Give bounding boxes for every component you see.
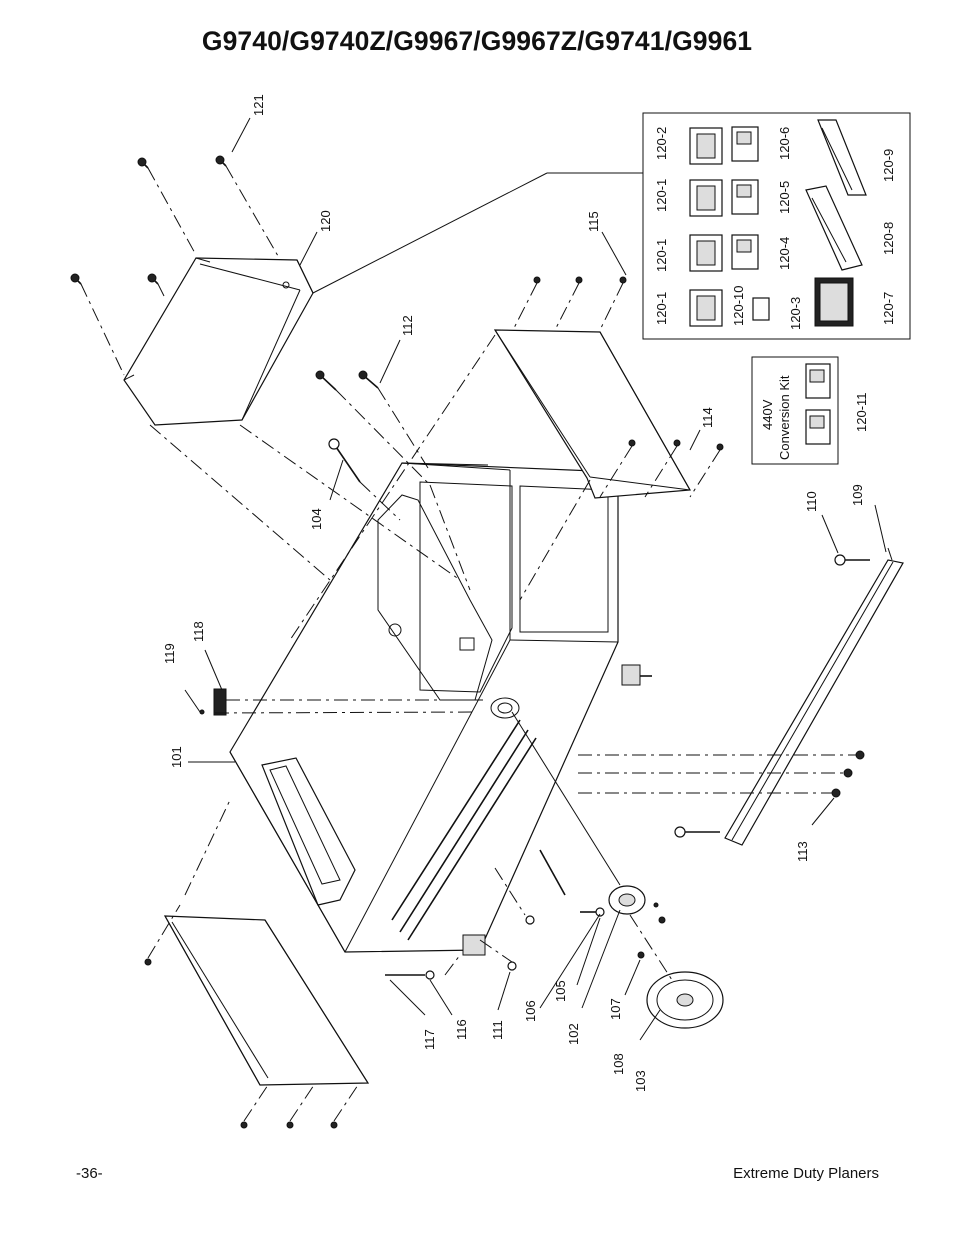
screws-115 [533, 276, 627, 284]
footer-text: Extreme Duty Planers [733, 1165, 879, 1182]
bolt-104 [328, 438, 361, 483]
callout-120-1-b: 120-1 [654, 239, 669, 272]
callout-107: 107 [608, 998, 623, 1020]
bracket-120-3 [752, 297, 770, 321]
screws-114 [628, 439, 724, 451]
callout-120-9: 120-9 [881, 149, 896, 182]
screws-121 [70, 155, 227, 285]
page-number: -36- [76, 1165, 103, 1182]
callout-103: 103 [633, 1070, 648, 1092]
conversion-kit-box [751, 356, 839, 465]
callout-109: 109 [850, 484, 865, 506]
terminal-block-120-7 [814, 277, 854, 327]
callout-114: 114 [700, 407, 715, 428]
wheel-103 [646, 971, 724, 1029]
callout-121: 121 [251, 94, 266, 116]
contactor-120-2 [689, 127, 723, 165]
callout-120-6: 120-6 [777, 127, 792, 160]
callout-108: 108 [611, 1053, 626, 1075]
page-title: G9740/G9740Z/G9967/G9967Z/G9741/G9961 [201, 26, 753, 56]
hardware-113 [674, 750, 865, 838]
callout-120-8: 120-8 [881, 222, 896, 255]
foot-bracket [621, 664, 652, 686]
callout-119: 119 [162, 643, 177, 664]
panel-114 [493, 329, 691, 499]
callout-120-2: 120-2 [654, 127, 669, 160]
hub-102 [608, 885, 646, 915]
electrical-box-120 [123, 257, 314, 426]
callout-116: 116 [454, 1019, 469, 1040]
contactor-120-1-c [689, 289, 723, 327]
callout-105: 105 [553, 980, 568, 1002]
callout-106: 106 [523, 1000, 538, 1022]
cabinet-top-plate [377, 494, 493, 701]
relay-120-4 [731, 234, 759, 270]
kit-title-line2: Conversion Kit [777, 375, 792, 460]
callout-120-1-a: 120-1 [654, 179, 669, 212]
callout-112: 112 [400, 315, 415, 336]
bolt-110 [834, 554, 870, 566]
callout-120-5: 120-5 [777, 181, 792, 214]
contactor-120-1-a [689, 179, 723, 217]
callout-104: 104 [309, 508, 324, 530]
small-parts [385, 849, 666, 980]
callout-120-11: 120-11 [854, 392, 869, 432]
callout-118: 118 [191, 621, 206, 642]
callout-115: 115 [586, 211, 601, 232]
callout-120-7: 120-7 [881, 292, 896, 325]
relay-120-5 [731, 179, 759, 215]
callout-120-4: 120-4 [777, 237, 792, 270]
screws-112 [315, 370, 379, 391]
screws-bottom-panel [144, 958, 338, 1129]
callout-120-10: 120-10 [731, 286, 746, 326]
contactor-120-1-b [689, 234, 723, 272]
callout-120-1-c: 120-1 [654, 292, 669, 325]
callout-113: 113 [795, 841, 810, 862]
panel-bottom [163, 915, 370, 1086]
relay-120-6 [731, 126, 759, 162]
rail-109 [724, 547, 904, 846]
callout-102: 102 [566, 1023, 581, 1045]
callout-110: 110 [804, 491, 819, 512]
callout-120-3: 120-3 [788, 297, 803, 330]
callout-120: 120 [318, 210, 333, 232]
callout-101: 101 [169, 746, 184, 768]
callout-117: 117 [422, 1029, 437, 1050]
electrical-components-inset [642, 112, 911, 340]
kit-title-line1: 440V [760, 399, 775, 430]
id-label-118 [213, 688, 227, 716]
cabinet-101 [229, 462, 619, 956]
terminal-strip-120-9 [817, 119, 867, 196]
callout-111: 111 [490, 1020, 505, 1040]
terminal-strip-120-8 [805, 185, 863, 271]
